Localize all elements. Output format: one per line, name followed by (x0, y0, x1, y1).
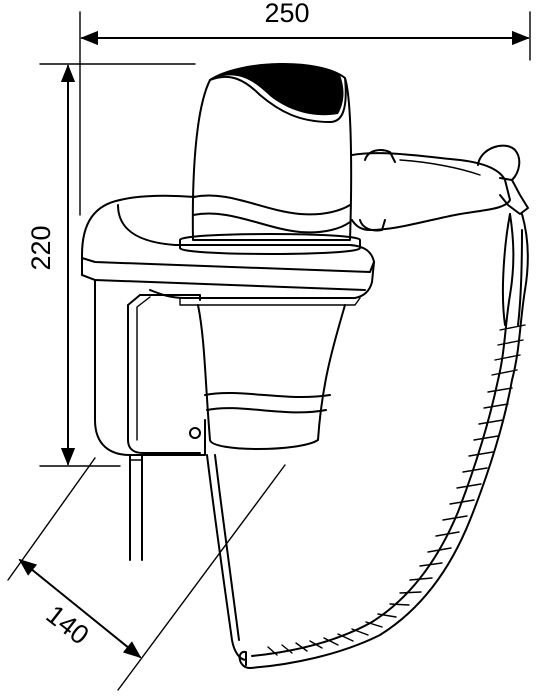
handle-button-top (364, 149, 396, 163)
dryer-lower-body (197, 304, 346, 450)
coiled-cord (206, 213, 529, 669)
depth-extension-line-front (117, 464, 286, 691)
wall-plate-recess (127, 294, 201, 454)
wall-cord (129, 455, 143, 561)
grill-slats (237, 63, 331, 105)
hang-loop (477, 144, 521, 181)
cord-outline-outer (238, 213, 529, 669)
dryer-upper-body (191, 62, 353, 241)
holder-band-lip (179, 297, 361, 306)
wall-plate-recess-inner (136, 296, 151, 441)
height-label: 220 (26, 225, 56, 270)
width-label: 250 (264, 0, 309, 28)
nozzle-band-lower (206, 407, 327, 414)
dryer-collar (179, 233, 361, 255)
cord-coils (267, 324, 526, 656)
cord-gland (499, 177, 529, 215)
holder-band-right (149, 261, 375, 299)
cord-straight-outer (206, 454, 247, 661)
hair-dryer (179, 62, 529, 450)
switch-dot (189, 427, 201, 439)
air-intake-grill-outline (209, 75, 347, 123)
handle-button-bottom (359, 219, 386, 232)
handle-ridge (399, 159, 481, 176)
holder-ring-inner (117, 204, 375, 263)
holder-ring-top (119, 194, 196, 201)
cord-straight-inner (214, 454, 240, 641)
dryer-band-lower (192, 212, 351, 234)
cord-top-segment (501, 213, 523, 326)
wall-holder (81, 194, 375, 561)
depth-dimension-line (18, 558, 142, 659)
depth-dimension: 140 (7, 457, 286, 691)
width-dimension: 250 (79, 0, 531, 216)
nozzle-band-upper (204, 392, 331, 398)
cord-outline-inner (251, 213, 515, 657)
dryer-handle (351, 152, 511, 231)
holder-band-bottom (81, 274, 366, 291)
holder-band-top (81, 257, 375, 273)
depth-label: 140 (41, 599, 95, 650)
dryer-band-upper (192, 194, 351, 216)
height-dimension: 220 (26, 63, 196, 467)
